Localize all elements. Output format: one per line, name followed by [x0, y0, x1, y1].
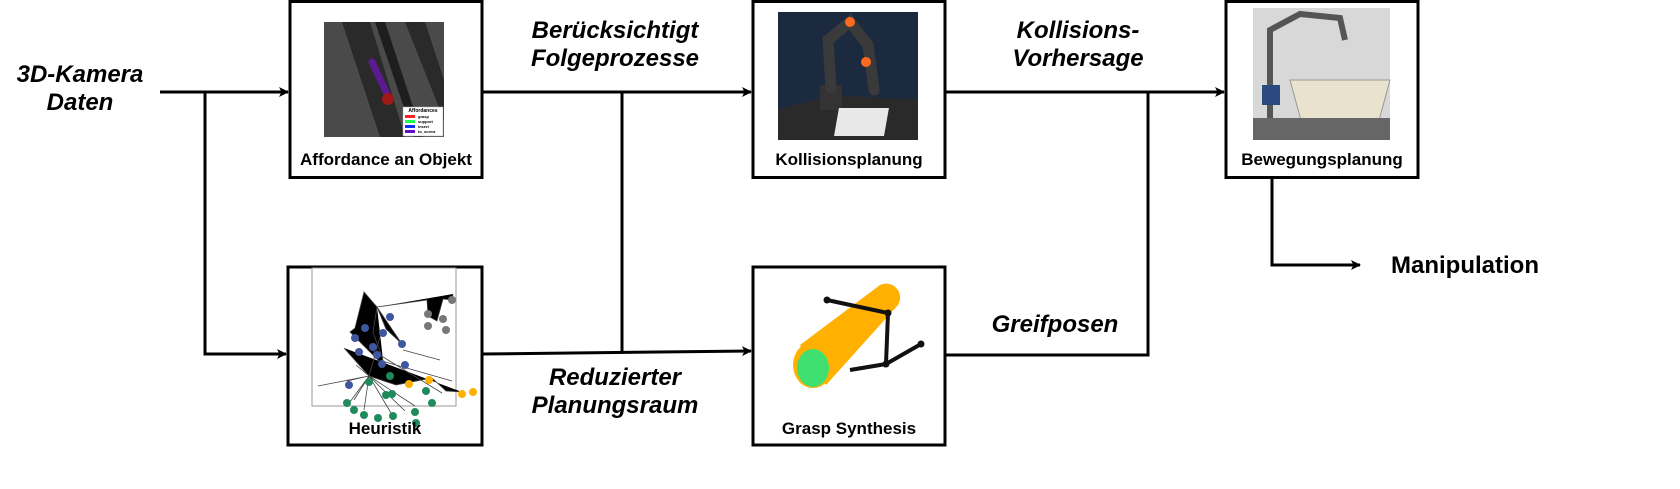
graph-node — [386, 313, 394, 321]
graph-node — [469, 388, 477, 396]
graph-node — [439, 315, 447, 323]
edge-label: Greifposen — [992, 311, 1119, 338]
edge-label: Berücksichtigt — [532, 17, 700, 44]
graph-node — [374, 414, 382, 422]
box-label: Kollisionsplanung — [775, 150, 922, 169]
graph-node — [422, 387, 430, 395]
connector-lines — [160, 87, 1361, 359]
legend-item: to_screw — [418, 129, 436, 134]
legend-item: insert — [418, 124, 430, 129]
graph-node — [388, 390, 396, 398]
edge-label: Folgeprozesse — [531, 45, 699, 72]
arrow-input-heuristik — [203, 92, 287, 359]
graph-node — [355, 348, 363, 356]
graph-plot-frame — [311, 267, 457, 407]
edge-label: Planungsraum — [532, 392, 699, 419]
arrow-heuristik-grasp — [481, 346, 752, 357]
graph-node — [401, 361, 409, 369]
graph-node — [350, 406, 358, 414]
graph-node — [369, 343, 377, 351]
box-kollision: Kollisionsplanung — [751, 0, 947, 179]
box-heuristik: Heuristik — [286, 265, 484, 447]
box-bewegung: Bewegungsplanung — [1224, 0, 1420, 179]
edge-label: Reduzierter — [549, 364, 683, 391]
affordance-image: Affordances grasp support insert to_scre… — [324, 22, 444, 137]
edge-label: Vorhersage — [1012, 45, 1143, 72]
robot-photo — [1253, 8, 1391, 140]
graph-node — [442, 326, 450, 334]
graph-node — [458, 390, 466, 398]
box-label: Heuristik — [349, 419, 422, 438]
output-label: Manipulation — [1391, 252, 1539, 279]
graph-node — [405, 380, 413, 388]
graph-node — [425, 376, 433, 384]
graph-node — [382, 391, 390, 399]
legend-item: grasp — [418, 114, 429, 119]
collision-robot-image — [778, 12, 918, 140]
graph-node — [361, 324, 369, 332]
box-label: Affordance an Objekt — [300, 150, 472, 169]
graph-node — [411, 408, 419, 416]
graph-node — [448, 296, 456, 304]
graph-node — [373, 351, 381, 359]
graph-node — [398, 340, 406, 348]
graph-nodes — [343, 296, 477, 427]
input-label: Daten — [47, 89, 114, 116]
graph-node — [360, 411, 368, 419]
box-grasp: Grasp Synthesis — [751, 265, 947, 447]
arrow-bewegung-manipulation — [1270, 178, 1361, 270]
legend-title: Affordances — [408, 108, 437, 114]
graph-node — [351, 334, 359, 342]
box-affordance: Affordances grasp support insert to_scre… — [288, 0, 484, 179]
graph-node — [389, 412, 397, 420]
graph-node — [378, 360, 386, 368]
line-greifposen — [945, 92, 1150, 357]
graph-node — [345, 381, 353, 389]
graph-node — [428, 399, 436, 407]
legend-item: support — [418, 119, 434, 124]
box-label: Grasp Synthesis — [782, 419, 916, 438]
graph-node — [386, 372, 394, 380]
graph-node — [412, 419, 420, 427]
graph-node — [343, 399, 351, 407]
graph-node — [424, 322, 432, 330]
graph-node — [424, 310, 432, 318]
graph-node — [379, 329, 387, 337]
box-label: Bewegungsplanung — [1241, 150, 1403, 169]
edge-label: Kollisions- — [1017, 17, 1140, 44]
grasp-cylinder-image — [793, 283, 925, 388]
graph-node — [365, 378, 373, 386]
input-label: 3D-Kamera — [17, 61, 144, 88]
